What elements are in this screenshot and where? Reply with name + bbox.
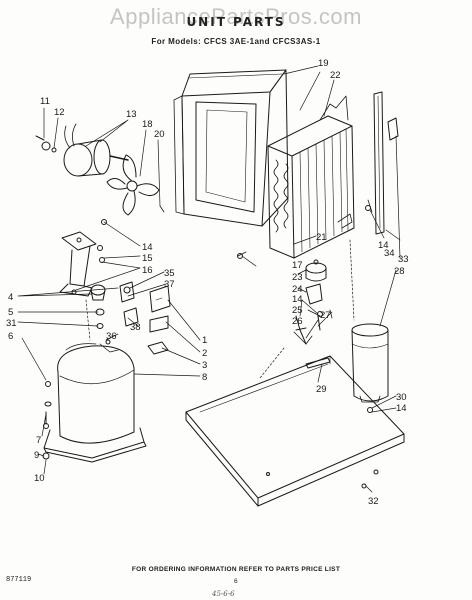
callout-14-base: 14	[396, 403, 407, 414]
callout-33: 33	[398, 254, 409, 265]
callout-30: 30	[396, 392, 407, 403]
callout-3: 3	[202, 360, 207, 371]
callout-23: 23	[292, 272, 303, 283]
callout-12: 12	[54, 107, 65, 118]
ordering-note: FOR ORDERING INFORMATION REFER TO PARTS …	[131, 566, 341, 573]
callout-20: 20	[154, 129, 165, 140]
callout-7: 7	[36, 435, 41, 446]
callout-35: 35	[164, 268, 175, 279]
callout-36: 36	[106, 331, 117, 342]
callout-24: 24	[292, 284, 303, 295]
models-subtitle: For Models: CFCS 3AE-1and CFCS3AS-1	[151, 37, 321, 46]
callout-1: 1	[202, 335, 207, 346]
electrical-components	[90, 281, 171, 355]
callout-28: 28	[394, 266, 405, 277]
fan-blade	[101, 154, 165, 225]
capacitor	[351, 323, 389, 489]
compressor	[42, 343, 147, 463]
callout-29: 29	[316, 384, 327, 395]
callout-8: 8	[202, 372, 207, 383]
callout-37: 37	[164, 279, 175, 290]
callout-18: 18	[142, 119, 153, 130]
callout-14-motor: 14	[142, 242, 153, 253]
callout-14-mount: 14	[292, 294, 303, 305]
callout-10: 10	[34, 473, 45, 484]
callout-2: 2	[202, 348, 207, 359]
callout-19: 19	[318, 58, 329, 69]
callout-17: 17	[292, 260, 303, 271]
base-pan	[185, 355, 405, 507]
callout-31: 31	[6, 318, 17, 329]
callout-14-bracket: 14	[378, 240, 389, 251]
page-number: 6	[234, 578, 238, 585]
callout-25: 25	[292, 305, 303, 316]
watermark: AppliancePartsPros.com	[110, 4, 362, 29]
callout-4: 4	[8, 292, 13, 303]
motor-mount	[59, 231, 105, 297]
callout-27: 27	[320, 310, 331, 321]
callout-34: 34	[384, 248, 395, 259]
callout-5: 5	[8, 307, 13, 318]
callout-15: 15	[142, 253, 153, 264]
callout-38: 38	[130, 322, 141, 333]
handwritten-note: 45-6-6	[212, 590, 235, 598]
leader-lines	[17, 65, 401, 493]
callout-16: 16	[142, 265, 153, 276]
fan-shroud	[173, 69, 289, 227]
mount-grommets	[237, 251, 333, 369]
side-bracket	[365, 91, 399, 235]
document-code: 877119	[6, 576, 32, 584]
fan-motor	[35, 123, 129, 177]
callout-13: 13	[126, 109, 137, 120]
callout-numbers: 11 12 13 18 20 19 22 14 15 16 35 37 4 5 …	[6, 58, 409, 507]
callout-21: 21	[316, 232, 327, 243]
callout-11: 11	[40, 96, 50, 107]
callout-26: 26	[292, 316, 303, 327]
callout-32: 32	[368, 496, 379, 507]
page-title: UNIT PARTS	[186, 15, 286, 29]
condenser-coil	[267, 95, 355, 259]
callout-9: 9	[34, 450, 39, 461]
callout-6: 6	[8, 331, 13, 342]
callout-22: 22	[330, 70, 341, 81]
